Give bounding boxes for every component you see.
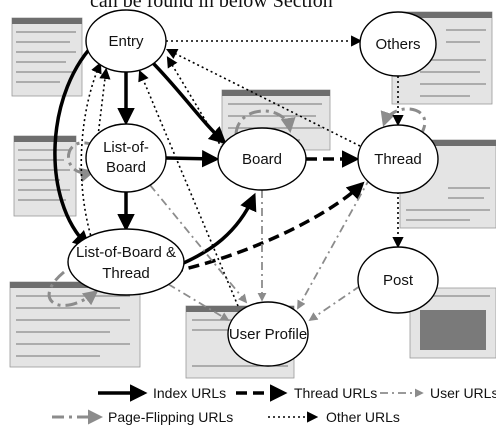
node-user-profile: User Profile bbox=[227, 301, 309, 367]
page-flipping-url-edges bbox=[47, 107, 427, 307]
legend-other-label: Other URLs bbox=[326, 409, 400, 425]
node-list-board-thread-label-line2: Thread bbox=[102, 265, 150, 282]
node-thread-label: Thread bbox=[374, 151, 422, 168]
node-list-of-board-label-line1: List-of- bbox=[103, 139, 149, 156]
edge-board-page-flip bbox=[234, 109, 296, 135]
edge-thread-to-user-profile bbox=[297, 177, 371, 310]
list-of-board-page-screenshot bbox=[13, 135, 77, 217]
edge-entry-to-board bbox=[148, 58, 227, 145]
legend-item-page-flipping: Page-Flipping URLs bbox=[52, 409, 233, 425]
node-board-label: Board bbox=[242, 151, 282, 168]
node-list-of-board: List-of- Board bbox=[85, 123, 167, 193]
edge-list-board-thread-to-user-profile bbox=[167, 283, 230, 321]
edge-list-board-thread-to-entry bbox=[80, 61, 102, 241]
edge-list-of-board-to-entry bbox=[97, 67, 111, 137]
node-user-profile-label: User Profile bbox=[229, 326, 307, 343]
other-url-edges bbox=[80, 35, 404, 307]
edge-user-profile-to-entry bbox=[138, 69, 239, 307]
nodes: Entry Others List-of- Board Board Thread… bbox=[67, 9, 439, 367]
node-entry: Entry bbox=[85, 9, 167, 73]
node-others-label: Others bbox=[375, 36, 420, 53]
node-board: Board bbox=[217, 127, 307, 191]
legend-index-label: Index URLs bbox=[153, 385, 226, 401]
node-list-board-thread-label-line1: List-of-Board & bbox=[76, 244, 176, 261]
user-url-edges bbox=[149, 177, 371, 322]
legend-item-other: Other URLs bbox=[268, 409, 400, 425]
edge-thread-to-entry bbox=[165, 48, 361, 147]
post-page-screenshot bbox=[409, 287, 496, 359]
edge-board-to-entry bbox=[166, 56, 223, 149]
caption-fragment: can be found in below Section bbox=[0, 0, 496, 16]
legend-page-flipping-label: Page-Flipping URLs bbox=[108, 409, 233, 425]
node-list-board-thread: List-of-Board & Thread bbox=[67, 228, 185, 296]
legend: Index URLs Thread URLs User URLs Page-Fl… bbox=[52, 384, 496, 425]
legend-item-user: User URLs bbox=[380, 385, 496, 401]
node-thread: Thread bbox=[357, 124, 439, 194]
edge-thread-page-flip bbox=[380, 107, 427, 137]
list-board-thread-page-screenshot bbox=[9, 281, 141, 368]
edge-list-of-board-to-board bbox=[165, 149, 220, 168]
legend-item-thread: Thread URLs bbox=[236, 384, 377, 402]
legend-user-label: User URLs bbox=[430, 385, 496, 401]
entry-page-screenshot bbox=[11, 17, 83, 97]
node-list-of-board-label-line2: Board bbox=[106, 159, 146, 176]
node-post: Post bbox=[357, 246, 439, 314]
edges bbox=[47, 35, 427, 322]
edge-entry-to-list-board-thread bbox=[53, 38, 100, 249]
caption-text: can be found in below Section bbox=[90, 0, 333, 12]
edge-list-of-board-page-flip bbox=[67, 141, 97, 183]
page-screenshots bbox=[9, 11, 496, 379]
thread-url-edges bbox=[171, 150, 365, 274]
legend-item-index: Index URLs bbox=[98, 384, 226, 402]
edge-list-board-thread-to-thread bbox=[171, 181, 365, 274]
edge-post-to-user-profile bbox=[308, 285, 361, 322]
legend-thread-label: Thread URLs bbox=[294, 385, 377, 401]
node-others: Others bbox=[359, 11, 437, 77]
edge-list-of-board-to-user-profile bbox=[149, 184, 248, 304]
node-entry-label: Entry bbox=[108, 33, 144, 50]
node-post-label: Post bbox=[383, 272, 414, 289]
edge-list-board-thread-to-board bbox=[171, 192, 257, 270]
